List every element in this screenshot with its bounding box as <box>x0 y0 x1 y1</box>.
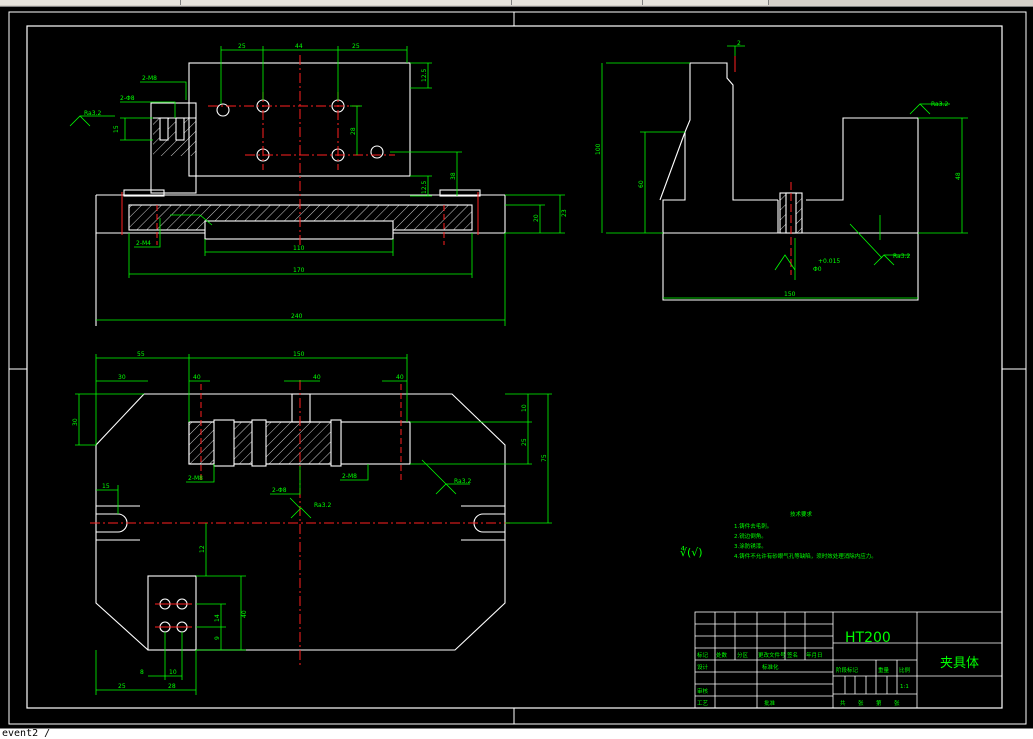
side-roughness: Ra3.2 <box>931 101 948 108</box>
tb-material: HT200 <box>845 630 891 646</box>
tb-label-review: 审核 <box>697 687 709 695</box>
top-dim-75: 75 <box>541 454 548 462</box>
top-dim-40c: 40 <box>396 374 404 381</box>
front-dim-25a: 25 <box>238 43 246 50</box>
top-dim-40a: 40 <box>193 374 201 381</box>
tb-label-stage: 阶段标记 <box>836 666 859 674</box>
tb-label-weight: 重量 <box>878 666 890 674</box>
title-block: 标记 处数 分区 更改文件号 签名 年月日 设计 标准化 审核 工艺 批准 阶段… <box>694 611 1003 709</box>
note-line-4: 4.铸件不允许有砂眼气孔等缺陷，须时效处理消除内应力。 <box>734 552 877 560</box>
side-dim-150: 150 <box>784 291 796 298</box>
front-dim-170: 170 <box>293 267 305 274</box>
top-dim-150: 150 <box>293 351 305 358</box>
roughness-general-symbol: ∜(√) <box>680 546 703 559</box>
top-dim-12: 12 <box>199 545 206 553</box>
top-dim-8: 8 <box>140 669 144 676</box>
tb-label-sign: 签名 <box>787 651 798 659</box>
note-line-2: 2.锐边倒角。 <box>734 532 767 540</box>
front-label-m4: 2-M4 <box>136 240 151 247</box>
tb-label-count: 处数 <box>716 651 728 659</box>
note-line-1: 1.铸件去毛刺。 <box>734 522 772 530</box>
tb-label-zone: 分区 <box>737 651 749 659</box>
tb-label-date: 年月日 <box>806 651 823 659</box>
toolbar-strip <box>0 0 1033 7</box>
tb-label-mark: 标记 <box>697 651 709 659</box>
tb-scale-value: 1:1 <box>900 684 909 690</box>
front-dim-23: 23 <box>561 209 568 217</box>
top-dim-30b: 30 <box>72 418 79 426</box>
top-label-m8c: 2-M8 <box>342 473 357 480</box>
top-dim-25: 25 <box>521 438 528 446</box>
tb-label-standard: 标准化 <box>762 663 779 671</box>
side-dim-60: 60 <box>638 180 645 188</box>
side-dim-2: 2 <box>737 40 741 47</box>
command-line[interactable]: event2 / <box>0 728 1033 739</box>
side-dim-48: 48 <box>955 172 962 180</box>
top-dim-10b: 10 <box>169 669 177 676</box>
front-roughness: Ra3.2 <box>84 110 101 117</box>
side-view: 2 100 60 48 150 Ra3.2 Ra3.2 +0.015 Φ0 <box>595 40 968 301</box>
front-view: 25 44 25 110 170 240 2-M8 2-Φ8 2-M4 Ra3.… <box>69 43 568 326</box>
top-dim-55: 55 <box>137 351 145 358</box>
front-dim-28: 28 <box>350 127 357 135</box>
front-dim-38: 38 <box>450 172 457 180</box>
tb-label-sheet: 张 <box>858 699 864 707</box>
tb-label-no: 第 <box>876 699 882 707</box>
top-dim-28: 28 <box>168 683 176 690</box>
front-dim-15: 15 <box>113 125 120 133</box>
tb-label-scale: 比例 <box>899 666 911 674</box>
command-line-text: event2 / <box>2 728 51 739</box>
front-dim-12-5b: 12.5 <box>421 180 428 194</box>
front-dim-44: 44 <box>295 43 303 50</box>
top-dim-25b: 25 <box>118 683 126 690</box>
top-dim-40b: 40 <box>313 374 321 381</box>
front-dim-12-5a: 12.5 <box>421 68 428 82</box>
notes-title: 技术要求 <box>790 510 813 518</box>
tb-label-total: 共 <box>840 699 846 707</box>
top-roughness-2: Ra3.2 <box>314 502 331 509</box>
front-dim-20: 20 <box>533 214 540 222</box>
front-dim-110: 110 <box>293 245 305 252</box>
tb-label-change: 更改文件号 <box>758 651 786 659</box>
side-dim-100: 100 <box>595 143 602 155</box>
tb-part-name: 夹具体 <box>940 656 979 671</box>
front-dim-25b: 25 <box>352 43 360 50</box>
tb-label-sheet2: 张 <box>894 699 900 707</box>
note-line-3: 3.涂防锈漆。 <box>734 542 767 550</box>
top-dim-30a: 30 <box>118 374 126 381</box>
top-dim-10: 10 <box>521 404 528 412</box>
top-label-m8a: 2-M8 <box>188 475 203 482</box>
side-roughness-2: Ra3.2 <box>893 253 910 260</box>
technical-notes: 技术要求 1.铸件去毛刺。 2.锐边倒角。 3.涂防锈漆。 4.铸件不允许有砂眼… <box>680 510 877 560</box>
side-tolerance-base: Φ0 <box>813 266 822 273</box>
cad-drawing-canvas[interactable]: 25 44 25 110 170 240 2-M8 2-Φ8 2-M4 Ra3.… <box>0 7 1033 728</box>
top-dim-14: 14 <box>214 614 221 622</box>
top-dim-40: 40 <box>241 610 248 618</box>
tb-label-design: 设计 <box>697 663 709 671</box>
top-dim-9: 9 <box>214 636 221 640</box>
top-label-m8b: 2-Φ8 <box>272 487 287 494</box>
front-dim-240: 240 <box>291 313 303 320</box>
side-tolerance: +0.015 <box>818 258 840 265</box>
drawing-frame <box>8 11 1027 725</box>
top-dim-15: 15 <box>102 483 110 490</box>
tb-label-approve: 批准 <box>764 699 776 707</box>
top-view: 55 150 30 40 40 40 30 10 25 75 15 12 40 … <box>72 351 552 695</box>
top-roughness: Ra3.2 <box>454 478 471 485</box>
front-label-m8b: 2-Φ8 <box>120 95 135 102</box>
front-label-m8a: 2-M8 <box>142 75 157 82</box>
tb-label-process: 工艺 <box>697 700 709 707</box>
